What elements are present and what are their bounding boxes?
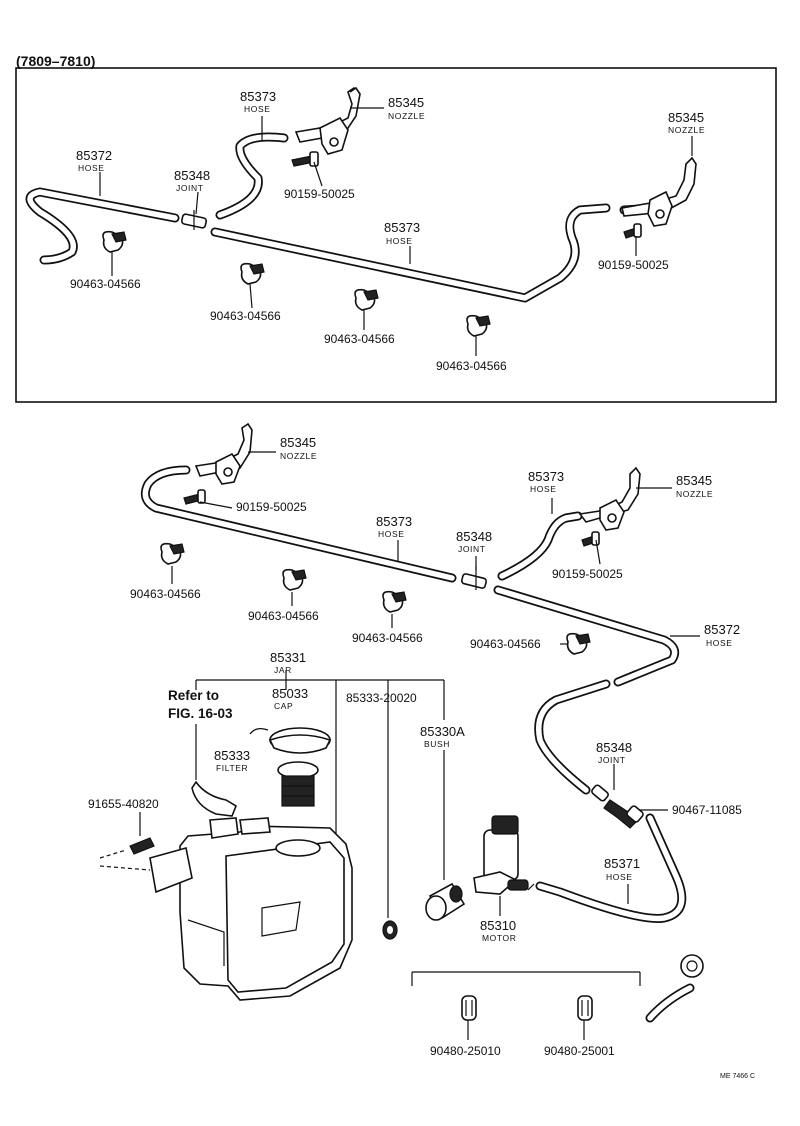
label-b-85345-b-number: 85345 <box>676 473 712 488</box>
label-b-85345-a-name: NOZZLE <box>280 451 317 461</box>
bottom-joint-a <box>460 566 488 590</box>
top-clamp-4 <box>466 314 491 337</box>
grommet-90480-25010 <box>461 995 477 1021</box>
label-b-grommet: 85333-20020 <box>346 691 417 705</box>
jar-85331 <box>149 780 353 1001</box>
label-b-85330a-number: 85330A <box>420 724 465 739</box>
label-b-85345-a-number: 85345 <box>280 435 316 450</box>
top-panel-frame <box>15 67 777 403</box>
top-clamp-1 <box>102 230 127 253</box>
footer-code: ME 7466 C <box>720 1073 755 1080</box>
year-range-label: (7809–7810) <box>16 53 95 69</box>
label-b-85348-a-name: JOINT <box>458 544 486 554</box>
label-b-screw-b: 90159-50025 <box>552 567 623 581</box>
label-b-85373-b-name: HOSE <box>530 484 557 494</box>
top-clamp-2 <box>240 262 265 285</box>
label-b-85373-b-number: 85373 <box>528 469 564 484</box>
bush-85330a <box>425 882 466 921</box>
label-b-valve: 90467-11085 <box>672 803 742 817</box>
label-top-85373-b-name: HOSE <box>386 236 413 246</box>
label-b-grommet-b: 90480-25001 <box>544 1044 615 1058</box>
label-top-85348-number: 85348 <box>174 168 210 183</box>
label-b-85348-a-number: 85348 <box>456 529 492 544</box>
label-top-85345-a-name: NOZZLE <box>388 111 425 121</box>
label-b-clamp-3: 90463-04566 <box>352 631 423 645</box>
bottom-nozzle-a <box>194 422 253 485</box>
label-b-85371-number: 85371 <box>604 856 640 871</box>
label-top-85348-name: JOINT <box>176 183 204 193</box>
label-top-clamp-2: 90463-04566 <box>210 309 281 323</box>
label-b-screw-a: 90159-50025 <box>236 500 307 514</box>
label-refer-line2: FIG. 16-03 <box>168 706 233 721</box>
label-b-85373-a-number: 85373 <box>376 514 412 529</box>
top-leaders <box>99 107 693 356</box>
label-top-85373-b-number: 85373 <box>384 220 420 235</box>
label-b-85348-b-number: 85348 <box>596 740 632 755</box>
label-top-screw-a: 90159-50025 <box>284 187 355 201</box>
bottom-screw-a <box>183 489 206 505</box>
label-top-85345-a-number: 85345 <box>388 95 424 110</box>
top-joint-85348 <box>180 210 208 230</box>
grommet-90480-25001 <box>577 995 593 1021</box>
top-nozzle-b <box>621 156 697 227</box>
label-b-85033-number: 85033 <box>272 686 308 701</box>
label-b-clamp-1: 90463-04566 <box>130 587 201 601</box>
top-labels: 85373 HOSE 85345 NOZZLE 85345 NOZZLE 853… <box>70 89 705 373</box>
bottom-labels: 85345 NOZZLE 90159-50025 85373 HOSE 8534… <box>88 435 755 1080</box>
label-b-85333-number: 85333 <box>214 748 250 763</box>
label-b-85331-number: 85331 <box>270 650 306 665</box>
label-b-85348-b-name: JOINT <box>598 755 626 765</box>
label-b-85345-b-name: NOZZLE <box>676 489 713 499</box>
grommet-end <box>680 954 704 978</box>
bottom-joint-b <box>591 784 609 802</box>
top-hoses <box>25 132 645 303</box>
motor-85310 <box>473 815 535 895</box>
label-b-grommet-a: 90480-25010 <box>430 1044 501 1058</box>
filter-85333 <box>277 761 319 807</box>
label-b-85330a-name: BUSH <box>424 739 450 749</box>
label-b-85331-name: JAR <box>274 665 292 675</box>
top-screw-a <box>291 151 319 167</box>
grommet-85333-20020 <box>382 920 398 940</box>
bottom-nozzle-b <box>578 466 641 531</box>
bottom-clamp-1 <box>160 542 185 565</box>
label-b-85372-name: HOSE <box>706 638 733 648</box>
bottom-clamp-3 <box>382 590 407 613</box>
bottom-leaders <box>171 451 700 916</box>
label-b-85333-name: FILTER <box>216 763 248 773</box>
label-top-85373-a-number: 85373 <box>240 89 276 104</box>
label-b-85310-number: 85310 <box>480 918 516 933</box>
label-b-85310-name: MOTOR <box>482 933 516 943</box>
label-b-85371-name: HOSE <box>606 872 633 882</box>
bottom-clamp-2 <box>282 568 307 591</box>
label-refer-line1: Refer to <box>168 688 219 703</box>
label-top-clamp-3: 90463-04566 <box>324 332 395 346</box>
top-clamp-3 <box>354 288 379 311</box>
label-b-85373-a-name: HOSE <box>378 529 405 539</box>
label-top-clamp-1: 90463-04566 <box>70 277 141 291</box>
jar-bracket-lines <box>195 670 445 918</box>
bottom-clamp-4 <box>566 632 591 655</box>
bottom-hoses <box>140 465 695 1023</box>
label-b-connector: 91655-40820 <box>88 797 159 811</box>
label-top-85372-name: HOSE <box>78 163 105 173</box>
label-b-85033-name: CAP <box>274 701 293 711</box>
label-top-clamp-4: 90463-04566 <box>436 359 507 373</box>
label-top-85372-number: 85372 <box>76 148 112 163</box>
label-b-clamp-4: 90463-04566 <box>470 637 541 651</box>
label-b-85372-number: 85372 <box>704 622 740 637</box>
label-top-85373-a-name: HOSE <box>244 104 271 114</box>
label-top-screw-b: 90159-50025 <box>598 258 669 272</box>
cap-85033 <box>249 727 332 754</box>
connector-91655 <box>99 812 155 871</box>
label-b-clamp-2: 90463-04566 <box>248 609 319 623</box>
top-screw-b <box>623 223 642 239</box>
label-top-85345-b-number: 85345 <box>668 110 704 125</box>
bottom-valve <box>603 799 644 829</box>
label-top-85345-b-name: NOZZLE <box>668 125 705 135</box>
grommets-row <box>411 954 704 1040</box>
top-nozzle-a <box>294 86 361 155</box>
